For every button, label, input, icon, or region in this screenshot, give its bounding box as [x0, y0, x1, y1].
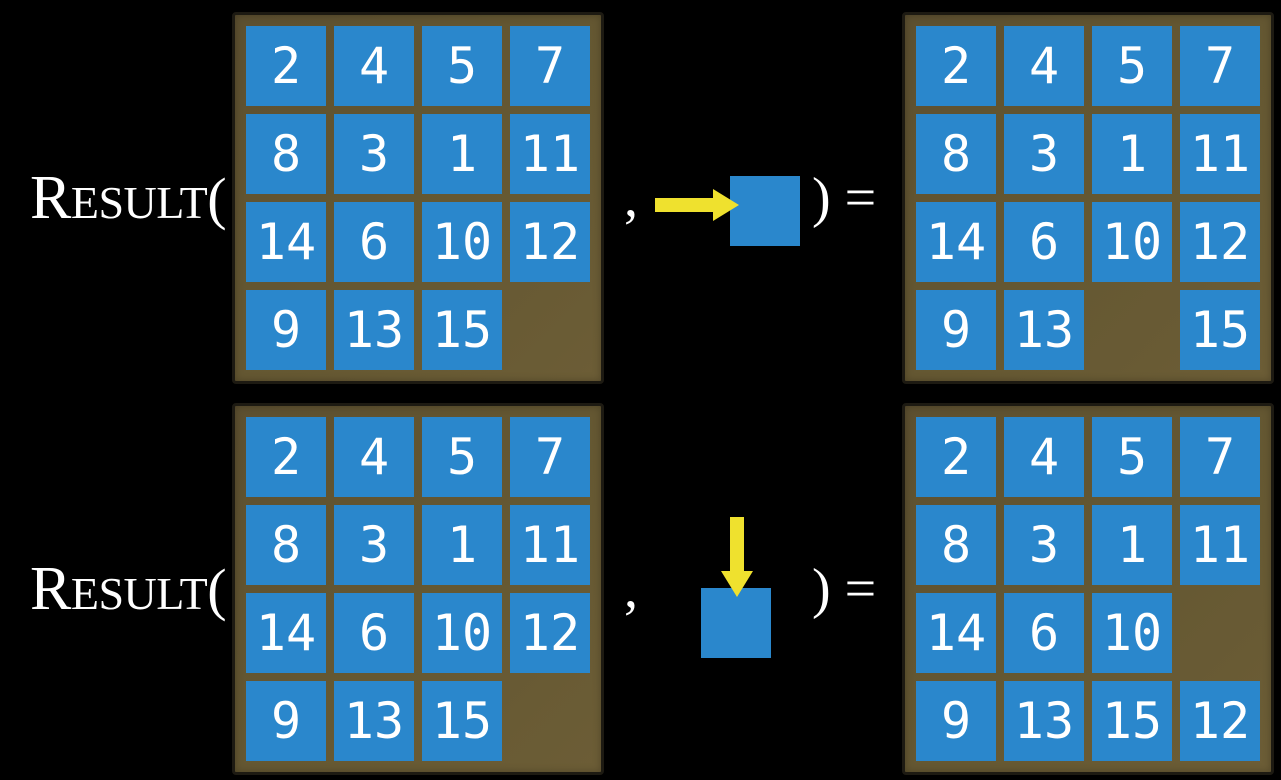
- puzzle-tile-4: 4: [1004, 26, 1084, 106]
- close-paren-equals: ) =: [812, 558, 877, 620]
- puzzle-tile-10: 10: [422, 202, 502, 282]
- puzzle-tile-5: 5: [422, 417, 502, 497]
- puzzle-tile-12: 12: [1180, 681, 1260, 761]
- blank-cell: [1180, 593, 1260, 673]
- puzzle-tile-7: 7: [510, 417, 590, 497]
- puzzle-tile-15: 15: [1092, 681, 1172, 761]
- puzzle-tile-5: 5: [1092, 417, 1172, 497]
- puzzle-tile-8: 8: [916, 114, 996, 194]
- puzzle-tile-6: 6: [334, 202, 414, 282]
- puzzle-tile-9: 9: [916, 290, 996, 370]
- puzzle-tile-4: 4: [1004, 417, 1084, 497]
- puzzle-tile-10: 10: [422, 593, 502, 673]
- puzzle-tile-14: 14: [246, 202, 326, 282]
- puzzle-tile-11: 11: [1180, 505, 1260, 585]
- puzzle-tile-3: 3: [334, 114, 414, 194]
- action-tile-square: [730, 176, 800, 246]
- function-name-initial: R: [30, 555, 71, 623]
- puzzle-tile-15: 15: [1180, 290, 1260, 370]
- puzzle-tile-15: 15: [422, 681, 502, 761]
- puzzle-tile-5: 5: [422, 26, 502, 106]
- function-name-rest: ESULT: [70, 568, 208, 619]
- puzzle-tile-2: 2: [246, 417, 326, 497]
- puzzle-tile-3: 3: [1004, 114, 1084, 194]
- puzzle-tile-10: 10: [1092, 202, 1172, 282]
- puzzle-tile-10: 10: [1092, 593, 1172, 673]
- move-down-arrow-icon: [721, 517, 753, 597]
- puzzle-tile-9: 9: [246, 681, 326, 761]
- move-right-arrow-icon: [655, 189, 739, 221]
- function-name-rest: ESULT: [70, 177, 208, 228]
- puzzle-tile-1: 1: [422, 505, 502, 585]
- puzzle-tile-13: 13: [334, 681, 414, 761]
- puzzle-tile-6: 6: [334, 593, 414, 673]
- puzzle-tile-3: 3: [1004, 505, 1084, 585]
- puzzle-tile-2: 2: [916, 417, 996, 497]
- puzzle-tile-14: 14: [246, 593, 326, 673]
- puzzle-tile-8: 8: [916, 505, 996, 585]
- puzzle-tile-14: 14: [916, 202, 996, 282]
- puzzle-tile-15: 15: [422, 290, 502, 370]
- blank-cell: [510, 290, 590, 370]
- puzzle-tile-1: 1: [1092, 505, 1172, 585]
- puzzle-tile-8: 8: [246, 114, 326, 194]
- action-tile-square: [701, 588, 771, 658]
- puzzle-tile-3: 3: [334, 505, 414, 585]
- puzzle-tile-2: 2: [246, 26, 326, 106]
- blank-cell: [1092, 290, 1172, 370]
- open-paren: (: [207, 166, 227, 231]
- puzzle-tile-7: 7: [1180, 417, 1260, 497]
- puzzle-tile-11: 11: [510, 505, 590, 585]
- puzzle-tile-4: 4: [334, 417, 414, 497]
- puzzle-tile-13: 13: [1004, 681, 1084, 761]
- puzzle-tile-12: 12: [1180, 202, 1260, 282]
- blank-cell: [510, 681, 590, 761]
- result-function-label: RESULT(: [30, 555, 227, 623]
- puzzle-tile-7: 7: [510, 26, 590, 106]
- puzzle-tile-6: 6: [1004, 593, 1084, 673]
- puzzle-tile-8: 8: [246, 505, 326, 585]
- comma-separator: ,: [624, 167, 638, 229]
- puzzle-tile-12: 12: [510, 202, 590, 282]
- puzzle-tile-4: 4: [334, 26, 414, 106]
- function-name-initial: R: [30, 164, 71, 232]
- comma-separator: ,: [624, 558, 638, 620]
- close-paren-equals: ) =: [812, 167, 877, 229]
- puzzle-tile-12: 12: [510, 593, 590, 673]
- puzzle-tile-1: 1: [422, 114, 502, 194]
- puzzle-tile-13: 13: [1004, 290, 1084, 370]
- puzzle-tile-1: 1: [1092, 114, 1172, 194]
- puzzle-tile-14: 14: [916, 593, 996, 673]
- puzzle-tile-6: 6: [1004, 202, 1084, 282]
- puzzle-tile-13: 13: [334, 290, 414, 370]
- puzzle-tile-7: 7: [1180, 26, 1260, 106]
- puzzle-tile-9: 9: [916, 681, 996, 761]
- puzzle-tile-11: 11: [510, 114, 590, 194]
- puzzle-tile-11: 11: [1180, 114, 1260, 194]
- result-function-label: RESULT(: [30, 164, 227, 232]
- puzzle-tile-5: 5: [1092, 26, 1172, 106]
- puzzle-tile-2: 2: [916, 26, 996, 106]
- puzzle-tile-9: 9: [246, 290, 326, 370]
- open-paren: (: [207, 557, 227, 622]
